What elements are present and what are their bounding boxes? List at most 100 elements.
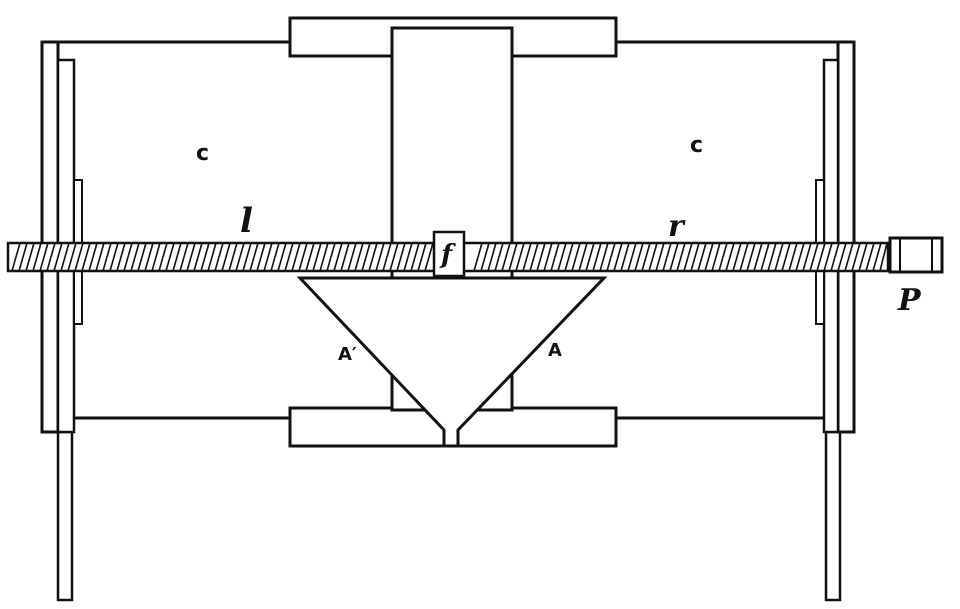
screw-thread-line xyxy=(25,242,35,272)
label-c-left: c xyxy=(196,141,209,166)
right-outer-plate xyxy=(836,40,856,434)
screw-thread-line xyxy=(179,242,189,272)
screw-thread-line xyxy=(403,242,413,272)
screw-thread-line xyxy=(95,242,105,272)
screw-thread-line xyxy=(165,242,175,272)
screw-thread-line xyxy=(172,242,182,272)
screw-thread-line xyxy=(683,242,693,272)
screw-thread-line xyxy=(326,242,336,272)
screw-thread-line xyxy=(424,242,434,272)
screw-thread-line xyxy=(284,242,294,272)
screw-thread-line xyxy=(585,242,595,272)
screw-thread-line xyxy=(718,242,728,272)
screw-thread-line xyxy=(865,242,875,272)
screw-thread-line xyxy=(809,242,819,272)
screw-thread-line xyxy=(368,242,378,272)
screw-thread-line xyxy=(116,242,126,272)
screw-thread-line xyxy=(88,242,98,272)
screw-thread-line xyxy=(480,242,490,272)
screw-thread-line xyxy=(46,242,56,272)
screw-thread-line xyxy=(655,242,665,272)
screw-thread-line xyxy=(375,242,385,272)
screw-thread-line xyxy=(60,242,70,272)
screw-thread-line xyxy=(578,242,588,272)
screw-thread-line xyxy=(571,242,581,272)
screw-thread-line xyxy=(130,242,140,272)
screw-thread-line xyxy=(144,242,154,272)
screw-thread-line xyxy=(361,242,371,272)
screw-thread-line xyxy=(725,242,735,272)
screw-thread-line xyxy=(340,242,350,272)
screw-thread-line xyxy=(620,242,630,272)
screw-thread-line xyxy=(606,242,616,272)
screw-thread-line xyxy=(333,242,343,272)
screw-thread-line xyxy=(543,242,553,272)
screw-thread-line xyxy=(319,242,329,272)
screw-thread-line xyxy=(417,242,427,272)
screw-thread-line xyxy=(18,242,28,272)
label-c-right: c xyxy=(690,133,703,158)
screw-thread-line xyxy=(109,242,119,272)
screw-thread-line xyxy=(137,242,147,272)
screw-thread-line xyxy=(298,242,308,272)
right-post-leg xyxy=(824,430,842,602)
screw-thread-line xyxy=(74,242,84,272)
screw-thread-line xyxy=(844,242,854,272)
screw-thread-line xyxy=(312,242,322,272)
label-p: P xyxy=(897,283,922,318)
v-funnel-hopper xyxy=(296,276,608,448)
screw-thread-line xyxy=(697,242,707,272)
screw-thread-line xyxy=(732,242,742,272)
screw-thread-line xyxy=(851,242,861,272)
screw-thread-line xyxy=(396,242,406,272)
screw-thread-line xyxy=(746,242,756,272)
screw-thread-line xyxy=(641,242,651,272)
screw-thread-line xyxy=(802,242,812,272)
screw-thread-line xyxy=(522,242,532,272)
label-f: f xyxy=(439,240,456,270)
screw-thread-line xyxy=(508,242,518,272)
screw-thread-line xyxy=(760,242,770,272)
screw-thread-line xyxy=(774,242,784,272)
screw-thread-line xyxy=(228,242,238,272)
screw-thread-line xyxy=(872,242,882,272)
screw-thread-line xyxy=(487,242,497,272)
screw-thread-line xyxy=(354,242,364,272)
label-a-prime: A′ xyxy=(338,344,357,365)
screw-thread-line xyxy=(207,242,217,272)
screw-thread-line xyxy=(473,242,483,272)
screw-thread-line xyxy=(235,242,245,272)
screw-thread-line xyxy=(648,242,658,272)
screw-thread-line xyxy=(837,242,847,272)
screw-thread-line xyxy=(564,242,574,272)
screw-thread-line xyxy=(690,242,700,272)
screw-thread-line xyxy=(767,242,777,272)
screw-thread-line xyxy=(221,242,231,272)
screw-thread-line xyxy=(515,242,525,272)
screw-thread-line xyxy=(81,242,91,272)
screw-thread-line xyxy=(270,242,280,272)
screw-thread-line xyxy=(158,242,168,272)
screw-thread-line xyxy=(669,242,679,272)
handle-knob xyxy=(888,236,944,274)
screw-thread-line xyxy=(753,242,763,272)
screw-thread-line xyxy=(305,242,315,272)
screw-thread-line xyxy=(529,242,539,272)
screw-thread-line xyxy=(634,242,644,272)
screw-thread-line xyxy=(347,242,357,272)
label-a: A xyxy=(548,340,562,361)
screw-thread-line xyxy=(263,242,273,272)
screw-thread-line xyxy=(382,242,392,272)
screw-thread-line xyxy=(795,242,805,272)
screw-thread-line xyxy=(151,242,161,272)
screw-thread-line xyxy=(879,242,888,272)
screw-thread-line xyxy=(291,242,301,272)
screw-thread-line xyxy=(39,242,49,272)
screw-thread-line xyxy=(102,242,112,272)
screw-thread-line xyxy=(193,242,203,272)
screw-thread-line xyxy=(389,242,399,272)
screw-thread-line xyxy=(858,242,868,272)
screw-thread-line xyxy=(711,242,721,272)
left-outer-plate xyxy=(40,40,60,434)
